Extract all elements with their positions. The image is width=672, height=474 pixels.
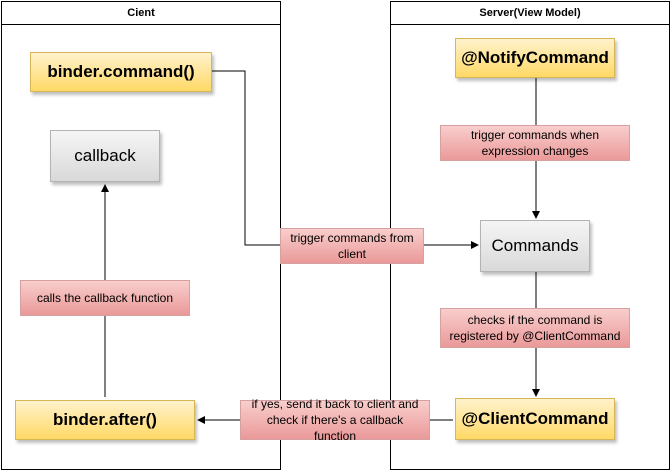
edge-command-to-commands	[212, 70, 479, 249]
send-back-text: if yes, send it back to client and check…	[251, 397, 419, 443]
client-command-label: @ClientCommand	[461, 409, 609, 428]
calls-callback-label: calls the callback function	[20, 280, 190, 316]
commands-label: Commands	[491, 236, 579, 255]
binder-after-node: binder.after()	[15, 400, 195, 440]
calls-callback-text: calls the callback function	[36, 291, 174, 305]
binder-after-label: binder.after()	[53, 410, 157, 429]
checks-registered-text: checks if the command is registered by @…	[449, 313, 621, 343]
callback-label: callback	[74, 146, 136, 165]
callback-node: callback	[50, 130, 160, 182]
notify-command-node: @NotifyCommand	[455, 38, 615, 78]
commands-node: Commands	[480, 220, 590, 272]
trigger-from-client-text: trigger commands from client	[290, 231, 414, 261]
client-command-node: @ClientCommand	[455, 398, 615, 440]
trigger-on-expression-text: trigger commands when expression changes	[470, 128, 600, 158]
server-lane-title: Server(View Model)	[391, 2, 669, 25]
notify-command-label: @NotifyCommand	[461, 48, 609, 67]
binder-command-label: binder.command()	[47, 62, 195, 81]
client-lane-title: Cient	[2, 2, 280, 25]
binder-command-node: binder.command()	[30, 52, 212, 92]
trigger-from-client-label: trigger commands from client	[280, 228, 424, 264]
checks-registered-label: checks if the command is registered by @…	[440, 308, 630, 348]
send-back-label: if yes, send it back to client and check…	[240, 397, 430, 443]
trigger-on-expression-label: trigger commands when expression changes	[440, 125, 630, 161]
